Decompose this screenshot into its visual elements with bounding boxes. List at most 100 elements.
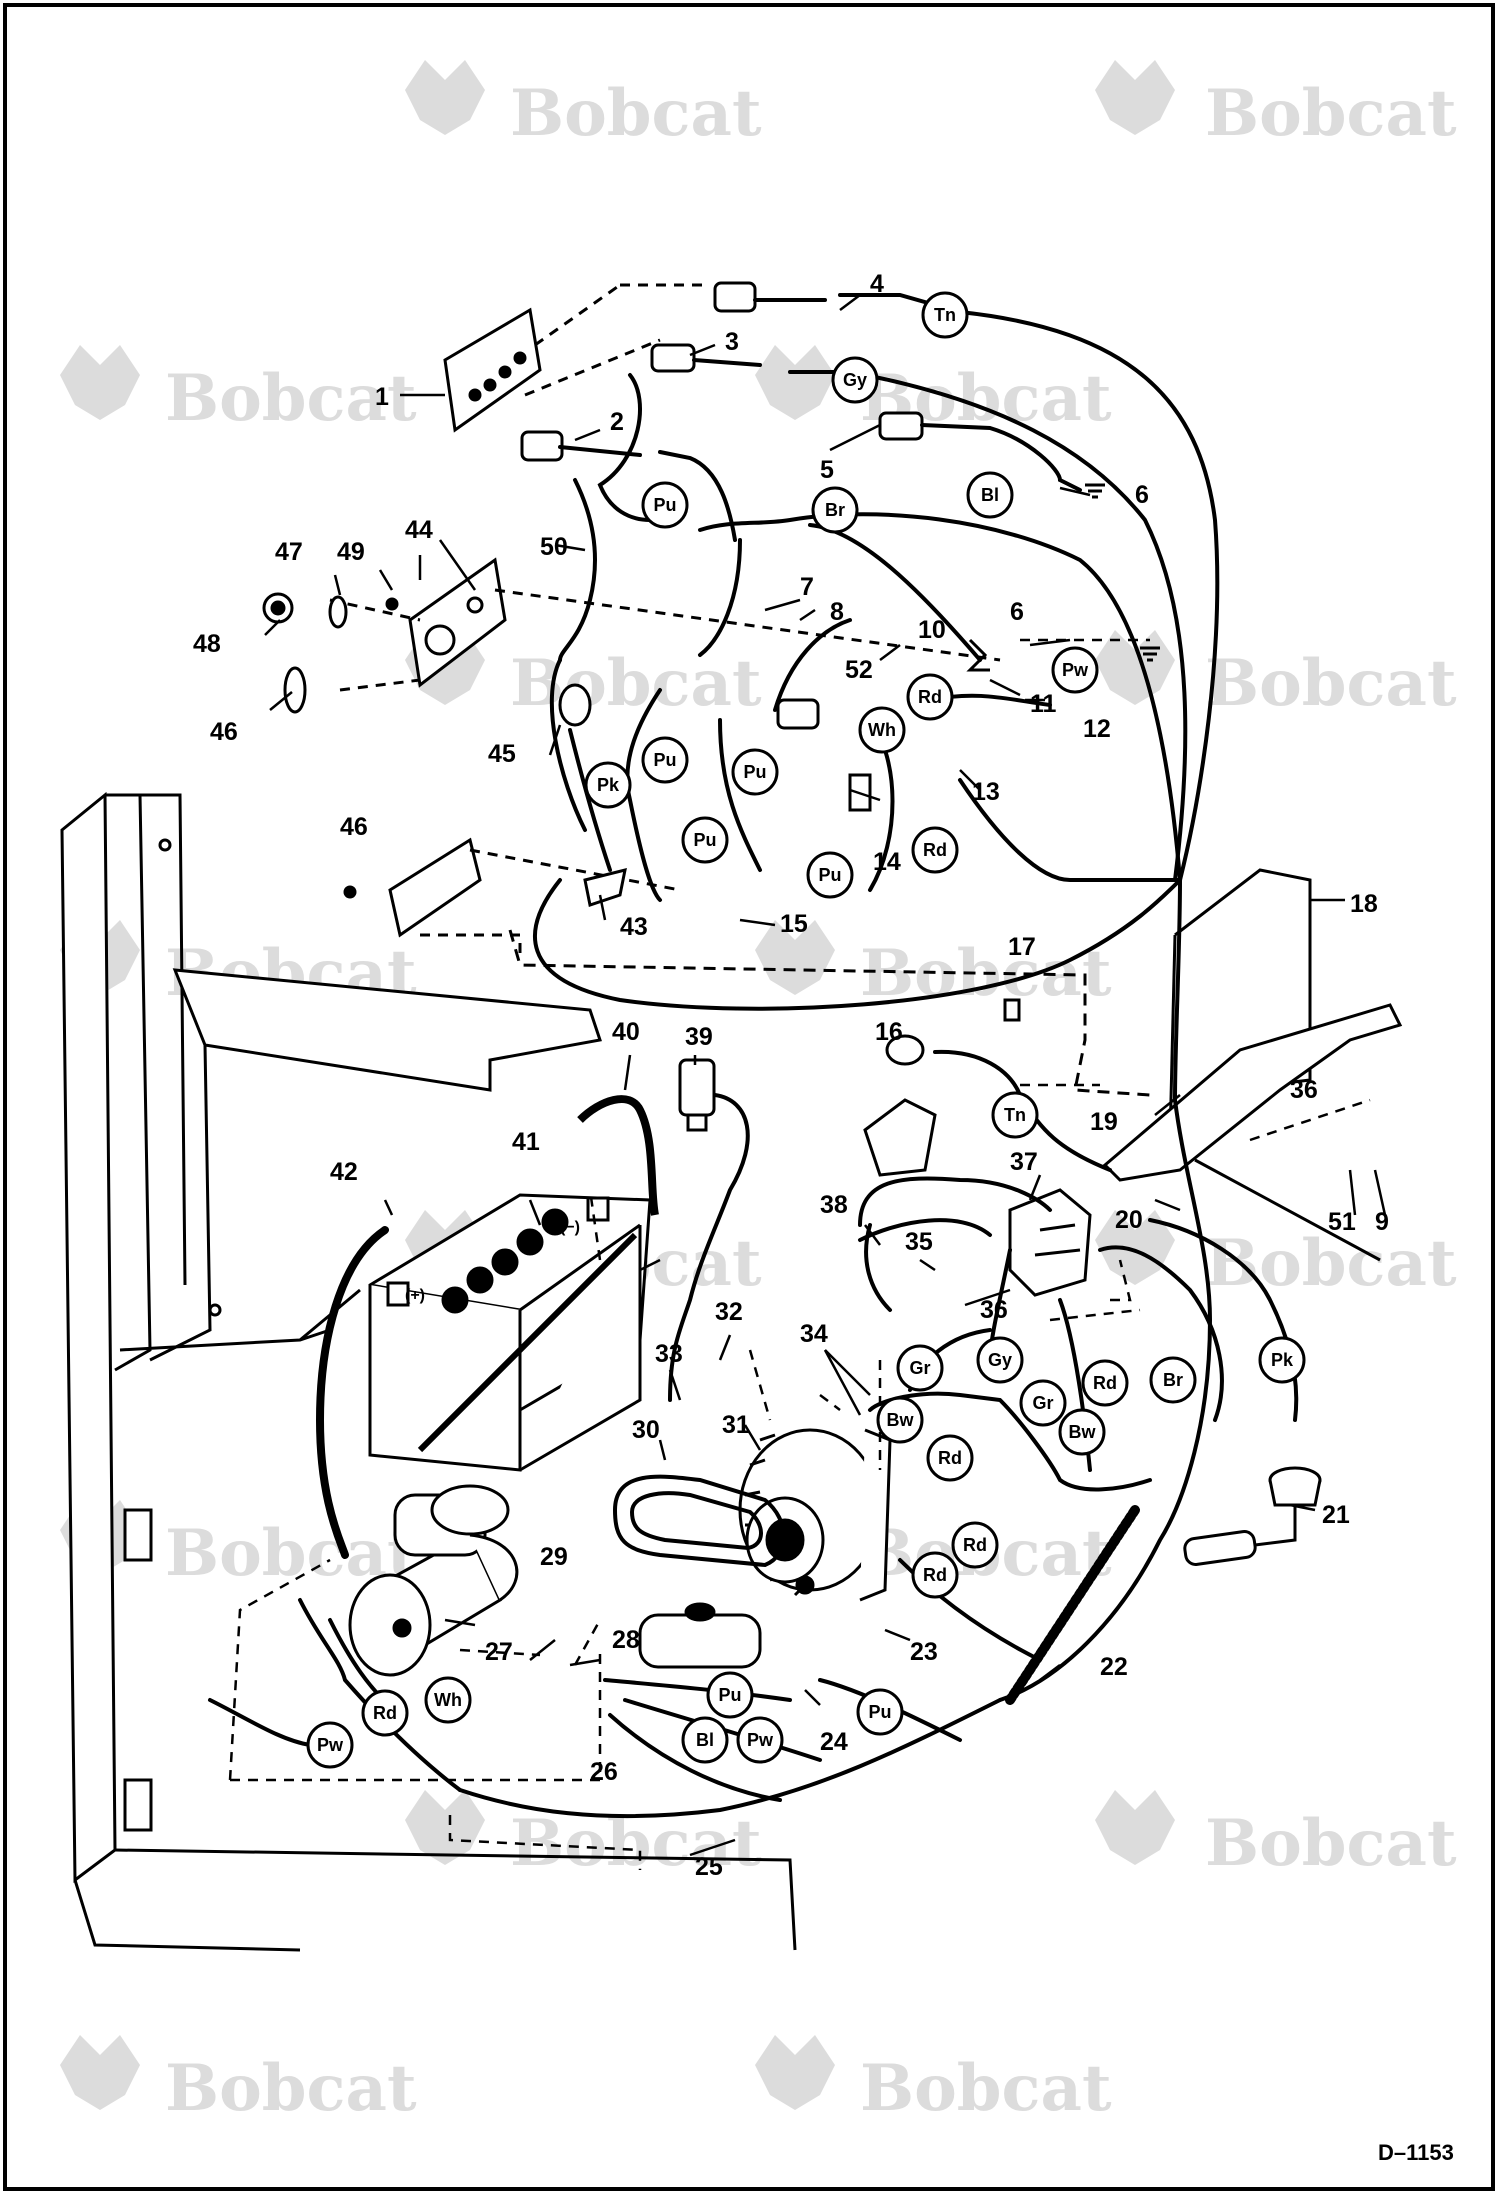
callout-label: 42 — [330, 1158, 358, 1186]
wire-tag-label: Rd — [963, 1535, 987, 1555]
wire-tag-label: Pk — [597, 775, 620, 795]
callout-label: 40 — [612, 1018, 640, 1046]
callout-label: 29 — [540, 1543, 568, 1571]
callout-label: 5 — [820, 456, 834, 484]
bobcat-logo-icon — [755, 920, 835, 995]
watermark-text: Bobcat — [165, 361, 417, 436]
battery — [368, 1193, 652, 1472]
wire-tag-label: Rd — [918, 687, 942, 707]
callout-label: 27 — [485, 1638, 513, 1666]
wire-tag-label: Gr — [909, 1358, 930, 1378]
callout-label: 26 — [590, 1758, 618, 1786]
fuel-sender-21 — [1183, 1466, 1322, 1566]
wire-tag-label: Pu — [743, 762, 766, 782]
callout-label: 2 — [610, 408, 624, 436]
wire-tags — [306, 291, 1306, 1769]
callout-label: 17 — [1008, 933, 1036, 961]
wire-tag-label: Wh — [434, 1690, 462, 1710]
callout-label: 12 — [1083, 715, 1111, 743]
wire-tag-label: Tn — [934, 305, 956, 325]
wire-tag-label: Pu — [653, 495, 676, 515]
watermark-text: Bobcat — [1205, 1226, 1457, 1301]
bobcat-logo-icon — [1095, 1210, 1175, 1285]
battery-negative-label: (−) — [560, 1219, 580, 1236]
starter-motor — [348, 1484, 519, 1677]
bobcat-logo-icon — [755, 345, 835, 420]
solenoid-28 — [638, 1602, 762, 1669]
callout-label: 41 — [512, 1128, 540, 1156]
callout-label: 23 — [910, 1638, 938, 1666]
wire-tag-label: Pu — [653, 750, 676, 770]
callout-label: 30 — [632, 1416, 660, 1444]
callout-label: 44 — [405, 516, 433, 544]
watermark-text: Bobcat — [510, 646, 762, 721]
callout-label: 36 — [1290, 1076, 1318, 1104]
callout-label: 4 — [870, 270, 884, 298]
wire-tag-label: Br — [1163, 1370, 1183, 1390]
callout-label: 31 — [722, 1411, 750, 1439]
wire-tag-label: Rd — [1093, 1373, 1117, 1393]
callout-label: 15 — [780, 910, 808, 938]
bobcat-logo-icon — [755, 2035, 835, 2110]
wire-tag-label: Rd — [938, 1448, 962, 1468]
callout-label: 24 — [820, 1728, 848, 1756]
callout-label: 18 — [1350, 890, 1378, 918]
callout-label: 1 — [375, 383, 389, 411]
callout-label: 47 — [275, 538, 303, 566]
callout-label: 38 — [820, 1191, 848, 1219]
callout-label: 6 — [1135, 481, 1149, 509]
wire-tag-label: Gy — [843, 370, 867, 390]
wire-tag-label: Gr — [1032, 1393, 1053, 1413]
callout-label: 46 — [340, 813, 368, 841]
callout-label: 25 — [695, 1853, 723, 1881]
alternator — [738, 1428, 892, 1602]
callout-label: 8 — [830, 598, 844, 626]
wire-tag-label: Bl — [696, 1730, 714, 1750]
callout-label: 35 — [905, 1228, 933, 1256]
callout-label: 36 — [980, 1296, 1008, 1324]
watermark-text: Bobcat — [510, 76, 762, 151]
watermark-text: Bobcat — [1205, 646, 1457, 721]
callout-label: 33 — [655, 1340, 683, 1368]
cable-40 — [577, 1095, 659, 1216]
wire-tag-label: Bw — [887, 1410, 915, 1430]
callout-label: 43 — [620, 913, 648, 941]
wire-tag-label: Rd — [923, 840, 947, 860]
relay-37 — [1008, 1188, 1092, 1297]
watermark-text: Bobcat — [510, 1806, 762, 1881]
wire-tag-label: Pu — [818, 865, 841, 885]
wire-tag-label: Pk — [1271, 1350, 1294, 1370]
wire-tag-label: Gy — [988, 1350, 1012, 1370]
callout-label: 6 — [1010, 598, 1024, 626]
callout-label: 9 — [1375, 1208, 1389, 1236]
watermark-text: Bobcat — [1205, 76, 1457, 151]
bobcat-logo-icon — [60, 345, 140, 420]
document-id: D–1153 — [1378, 2140, 1454, 2165]
page-frame — [3, 3, 1495, 2191]
callout-label: 39 — [685, 1023, 713, 1051]
wire-tag-label: Pu — [868, 1702, 891, 1722]
watermark-text: Bobcat — [1205, 1806, 1457, 1881]
bobcat-logo-icon — [60, 2035, 140, 2110]
wire-tag-label: Pw — [1062, 660, 1089, 680]
callout-label: 21 — [1322, 1501, 1350, 1529]
callout-label: 10 — [918, 616, 946, 644]
callout-label: 37 — [1010, 1148, 1038, 1176]
hardware-47-48-49 — [262, 592, 399, 899]
bobcat-logo-icon — [405, 1790, 485, 1865]
bobcat-logo-icon — [1095, 60, 1175, 135]
callout-label: 19 — [1090, 1108, 1118, 1136]
callout-leaders — [264, 294, 1387, 1857]
callout-label: 49 — [337, 538, 365, 566]
callout-label: 28 — [612, 1626, 640, 1654]
wire-tag-label: Pw — [747, 1730, 774, 1750]
callout-label: 52 — [845, 656, 873, 684]
fuse-plate-46 — [388, 837, 681, 960]
callout-label: 45 — [488, 740, 516, 768]
dashed-leaders — [228, 638, 1371, 1870]
ground-icon — [1085, 483, 1160, 662]
callout-label: 3 — [725, 328, 739, 356]
watermark-text: Bobcat — [860, 2051, 1112, 2126]
callout-label: 51 — [1328, 1208, 1356, 1236]
callout-label: 46 — [210, 718, 238, 746]
